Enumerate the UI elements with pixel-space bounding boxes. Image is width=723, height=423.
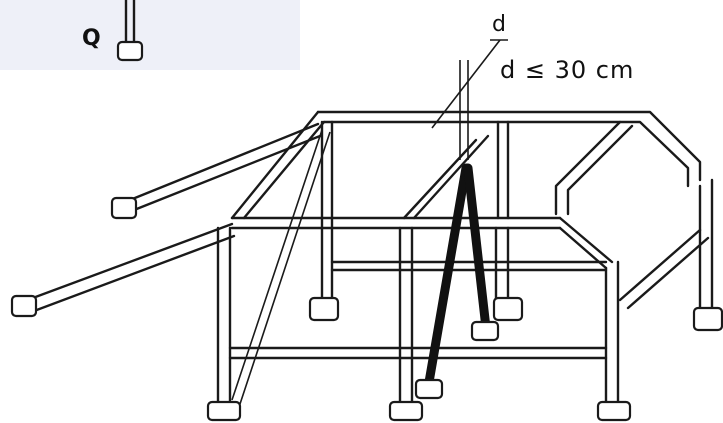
load-label: Q [82, 26, 101, 51]
side-frame [216, 178, 714, 406]
rear-struts [10, 122, 322, 318]
dimension-marks [431, 39, 508, 160]
roof-frame [230, 110, 702, 302]
feet [206, 296, 723, 422]
cross-brace [402, 134, 491, 393]
diagonal-brace [231, 129, 331, 405]
diameter-label: d [492, 12, 506, 37]
load-hook [116, 0, 144, 62]
dimension-label: d ≤ 30 cm [500, 56, 635, 84]
corner-panel [0, 0, 300, 70]
